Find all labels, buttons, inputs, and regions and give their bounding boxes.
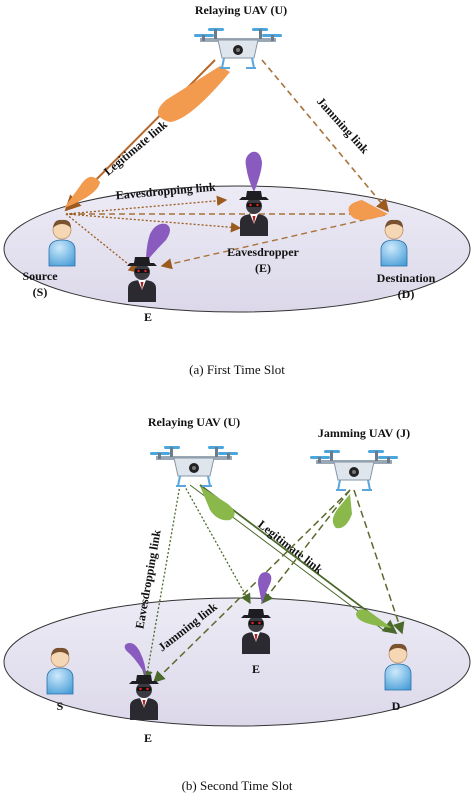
beam-eve-center-b: [258, 572, 272, 604]
jam-to-eve-line-b: [261, 489, 351, 605]
ground-area-b: [3, 597, 471, 727]
panel-a: Relaying UAV (U) Legitimate link Jamming…: [3, 3, 471, 377]
jamming-link-line-b: [152, 489, 351, 684]
eaves-center-line-b: [183, 484, 251, 605]
eve-label-left-b: E: [144, 731, 152, 745]
panel-b: Relaying UAV (U) Jamming UAV (J) Legitim…: [3, 415, 471, 793]
eavesdropping-link-line-b: [142, 484, 181, 682]
destination-abbr: (D): [398, 287, 415, 301]
beam-jammer-b: [332, 494, 352, 529]
jamming-link-label-a: Jamming link: [314, 94, 372, 156]
relay-uav-icon-a: [193, 27, 283, 69]
relay-uav-icon-b: [149, 445, 239, 487]
jam-to-eve-line-a: [160, 214, 386, 270]
beam-source-a: [64, 176, 100, 208]
eavesdropper-label-a: Eavesdropper: [227, 245, 299, 259]
jamming-uav-icon-b: [309, 449, 399, 491]
jamming-uav-label-b: Jamming UAV (J): [318, 426, 410, 440]
legitimate-link-label-a: Legitimate link: [101, 117, 170, 178]
beam-relay-b: [200, 486, 235, 521]
eve-label-center-b: E: [252, 662, 260, 676]
beam-eve-left-a: [146, 223, 170, 262]
eavesdropping-link-line-a: [65, 195, 228, 215]
eaves-center-line-a: [65, 213, 242, 233]
relay-uav-label-a: Relaying UAV (U): [195, 3, 287, 17]
caption-a: (a) First Time Slot: [189, 362, 285, 377]
eve-label-a: E: [144, 310, 152, 324]
relay-uav-label-b: Relaying UAV (U): [148, 415, 240, 429]
source-label-b: S: [57, 699, 64, 713]
source-label: Source: [22, 269, 58, 283]
jamming-link-line-a: [261, 59, 390, 213]
eaves-left-line-a: [65, 213, 140, 273]
legitimate-link-label-b: Legitimate link: [255, 517, 326, 576]
destination-label-b: D: [392, 699, 401, 713]
beam-destination-a: [348, 200, 388, 220]
eavesdropper-abbr-a: (E): [255, 261, 271, 275]
destination-label: Destination: [377, 271, 436, 285]
beam-uav-a: [157, 66, 230, 122]
source-abbr: (S): [33, 285, 48, 299]
jam-to-dest-line-b: [353, 489, 405, 635]
caption-b: (b) Second Time Slot: [182, 778, 293, 793]
beam-dest-b: [356, 609, 392, 628]
beam-eve-center-a: [245, 151, 262, 192]
beam-eve-left-b: [124, 643, 146, 676]
